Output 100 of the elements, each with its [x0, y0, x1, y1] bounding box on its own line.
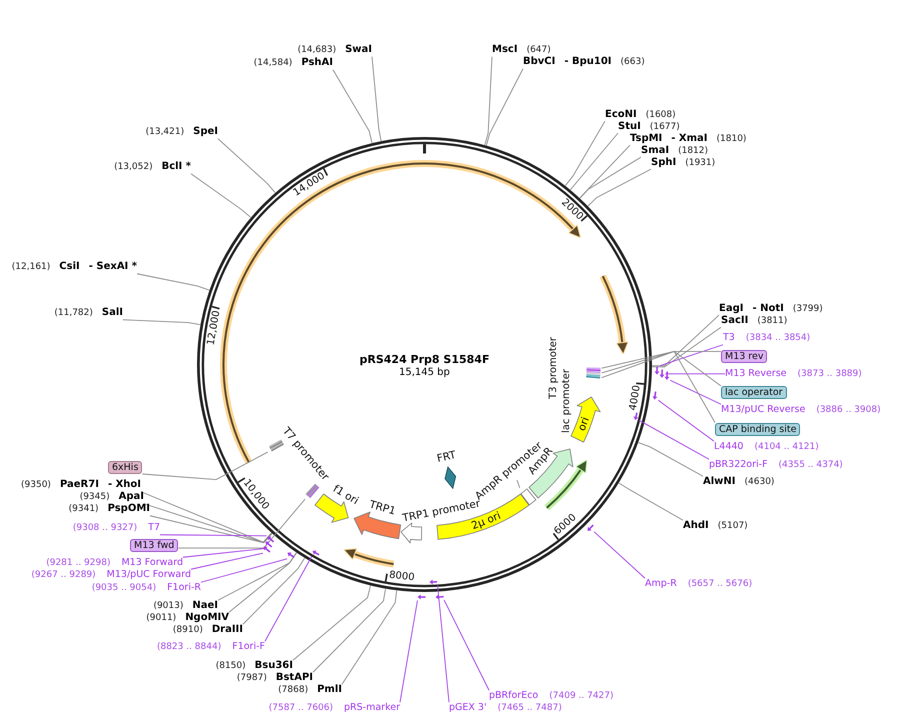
- primer-site-marker: [287, 552, 296, 559]
- site-position: (14,683): [298, 45, 336, 57]
- leader-line: [486, 68, 524, 146]
- enzyme-name: PmlI: [317, 684, 342, 696]
- leader-line: [579, 156, 642, 199]
- primer-site-marker: [417, 594, 427, 600]
- primer-range: (7465 .. 7487): [498, 703, 562, 715]
- primer-site-marker: [262, 546, 271, 554]
- site-position: (7987): [236, 673, 267, 685]
- enzyme-name: PspOMI: [108, 503, 150, 515]
- hatched-feature-drawing: [584, 366, 602, 379]
- leader-line: [444, 600, 490, 691]
- leader-line: [142, 452, 268, 480]
- enzyme-name: SmaI: [641, 144, 670, 156]
- leader-line: [658, 400, 714, 442]
- primer-name: pBR322ori-F: [709, 459, 768, 471]
- leader-line: [601, 350, 722, 386]
- enzyme-name: BstAPI: [276, 672, 313, 684]
- feature-tag: M13 fwd: [130, 538, 178, 552]
- site-position: (13,421): [146, 127, 184, 139]
- leader-line: [182, 548, 266, 558]
- primer-site-marker: [654, 366, 660, 375]
- leader-line: [660, 344, 724, 366]
- site-position: (8910): [172, 625, 203, 637]
- leader-line: [664, 373, 726, 374]
- leader-line: [564, 120, 606, 186]
- plasmid-size: 15,145 bp: [399, 367, 450, 379]
- enzyme-name: NgoMIV: [185, 612, 229, 624]
- primer-range: (5657 .. 5676): [688, 579, 752, 591]
- site-position: (5107): [718, 521, 748, 533]
- site-position: (9013): [153, 601, 184, 613]
- feature-label: lac promoter: [560, 369, 572, 433]
- enzyme-name: EcoNI: [605, 108, 637, 120]
- site-position: (1812): [678, 146, 708, 158]
- enzyme-name: - NotI: [752, 302, 784, 314]
- site-position: (8150): [216, 661, 246, 673]
- leader-line: [332, 69, 372, 144]
- primer-site-marker: [652, 391, 658, 400]
- leader-line: [342, 590, 398, 685]
- feature-label: TRP1: [368, 498, 397, 518]
- hatched-feature-drawing: [305, 483, 320, 500]
- enzyme-name: PshAI: [301, 57, 333, 69]
- primer-name: M13 Forward: [121, 557, 183, 569]
- enzyme-name: PaeR7I: [60, 479, 99, 491]
- leader-line: [601, 350, 716, 423]
- enzyme-name: StuI: [618, 120, 641, 132]
- primer-range: (7409 .. 7427): [549, 691, 614, 703]
- primer-site-marker: [428, 579, 438, 586]
- primer-name: pBRforEco: [489, 690, 538, 702]
- primer-range: (4355 .. 4374): [778, 460, 843, 472]
- feature-tag: lac operator: [721, 386, 787, 399]
- site-position: (4630): [744, 477, 774, 489]
- feature-tag: 6xHis: [108, 461, 142, 474]
- enzyme-name: ApaI: [118, 491, 144, 503]
- primer-site-marker: [633, 412, 640, 420]
- leader-line: [264, 556, 312, 642]
- site-position: (663): [620, 57, 645, 69]
- primer-range: (4104 .. 4121): [754, 442, 819, 454]
- primer-range: (9308 .. 9327): [72, 523, 138, 535]
- primer-site-marker: [586, 524, 594, 532]
- site-position: (3799): [792, 304, 823, 316]
- primer-range: (3873 .. 3889): [798, 369, 862, 381]
- leader-line: [638, 442, 704, 477]
- leader-line: [122, 319, 201, 326]
- leader-line: [160, 534, 268, 536]
- primer-range: (9035 .. 9054): [92, 583, 156, 595]
- leader-line: [594, 531, 646, 579]
- leader-line: [242, 558, 306, 625]
- site-position: (3811): [757, 316, 788, 328]
- enzyme-name: DraIII: [212, 624, 243, 636]
- primer-site-marker: [659, 369, 666, 378]
- leader-line: [372, 56, 382, 142]
- site-position: (1810): [716, 134, 746, 146]
- enzyme-name: - Bpu10I: [564, 56, 612, 68]
- leader-line: [190, 552, 264, 570]
- feature-segment: [400, 522, 423, 544]
- primer-name: F1ori-F: [232, 641, 265, 653]
- feature-label: 2μ ori: [470, 510, 503, 532]
- enzyme-name: AhdI: [683, 520, 709, 532]
- enzyme-name: MscI: [492, 44, 518, 56]
- site-position: (9345): [80, 492, 110, 504]
- enzyme-name: SwaI: [345, 44, 372, 56]
- feature-segment: [520, 488, 537, 506]
- primer-site-marker: [312, 550, 320, 556]
- site-position: (1677): [650, 122, 680, 134]
- feature-lozenge: [444, 466, 458, 490]
- enzyme-name: - SexAI *: [88, 261, 137, 273]
- leader-line: [437, 584, 450, 703]
- leader-line: [670, 380, 722, 405]
- enzyme-name: SpeI: [193, 126, 218, 138]
- feature-label: f1 ori: [330, 482, 360, 507]
- primer-range: (9281 .. 9298): [46, 558, 110, 570]
- leader-line: [516, 480, 520, 488]
- site-position: (12,161): [12, 262, 50, 274]
- leader-line: [136, 273, 210, 291]
- primer-range: (9267 .. 9289): [31, 570, 96, 582]
- enzyme-name: CsiI: [59, 261, 80, 273]
- leader-line: [588, 168, 652, 207]
- site-position: (9350): [21, 480, 51, 492]
- enzyme-name: BbvCI: [523, 56, 556, 68]
